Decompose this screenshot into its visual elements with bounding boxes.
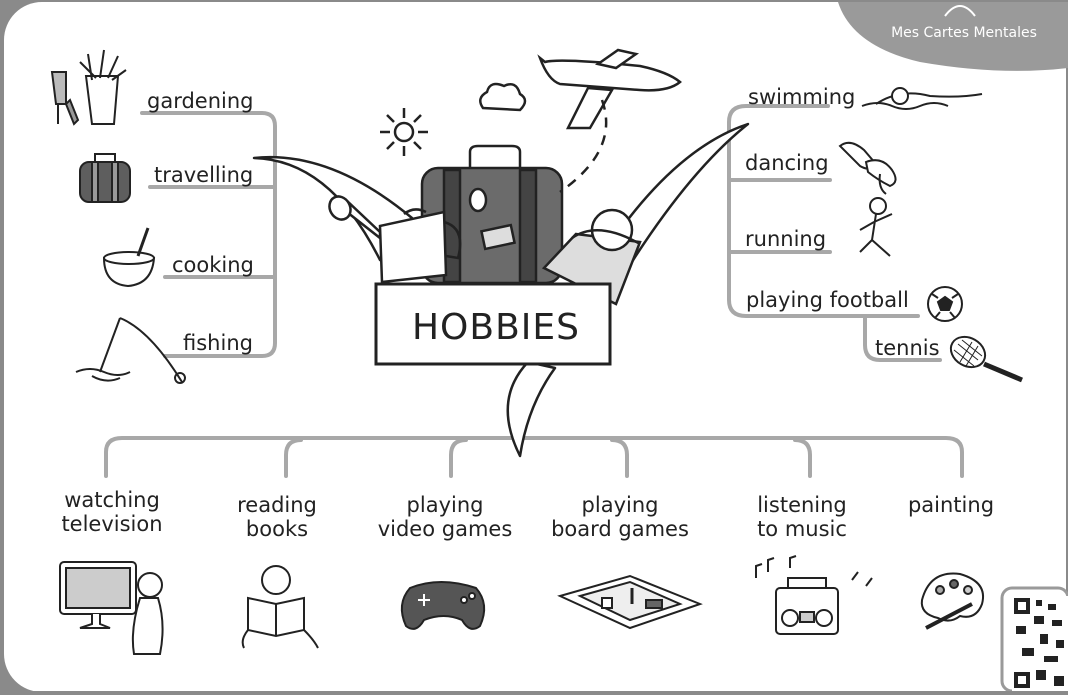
left-label-travelling: travelling [154,163,253,187]
svg-text:painting: painting [908,493,994,517]
svg-text:books: books [246,517,308,541]
qr-code-icon [1002,588,1068,691]
right-label-running: running [745,227,826,251]
svg-text:board games: board games [551,517,689,541]
right-label-swimming: swimming [748,85,855,109]
bottom-label-reading-books: reading books [237,493,317,541]
center-title: HOBBIES [412,307,580,348]
right-label-playing-football: playing football [746,288,909,312]
left-label-fishing: fishing [183,331,253,355]
svg-text:playing: playing [582,493,659,517]
bottom-label-listening-to-music: listening to music [757,493,847,541]
svg-text:television: television [61,512,162,536]
right-label-dancing: dancing [745,151,829,175]
right-label-tennis: tennis [875,336,940,360]
svg-text:reading: reading [237,493,317,517]
svg-text:listening: listening [757,493,847,517]
svg-text:to music: to music [757,517,847,541]
left-label-gardening: gardening [147,89,254,113]
svg-text:watching: watching [64,488,160,512]
bottom-label-watching-television: watching television [61,488,162,536]
bottom-label-painting: painting [908,493,994,517]
svg-text:playing: playing [407,493,484,517]
left-label-cooking: cooking [172,253,254,277]
center-box: HOBBIES [376,284,610,364]
svg-text:video games: video games [378,517,513,541]
football-icon [928,287,962,321]
suitcase-icon [80,154,130,202]
badge-text: Mes Cartes Mentales [891,25,1037,41]
